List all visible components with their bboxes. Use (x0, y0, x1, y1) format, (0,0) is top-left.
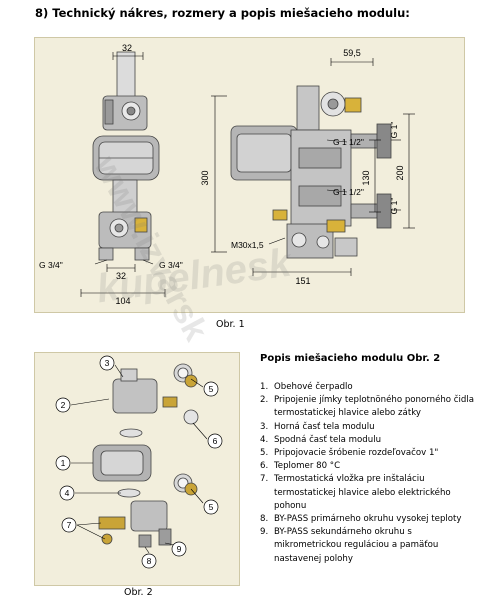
section-heading: 8) Technický nákres, rozmery a popis mie… (35, 6, 410, 20)
dim-top-right: 59,5 (343, 48, 361, 58)
callout-5-top-label: 5 (209, 384, 214, 394)
callout-6-label: 6 (213, 436, 218, 446)
callout-2 (55, 397, 71, 413)
legend-item: 5.Pripojovacie šróbenie rozdeľovačov 1" (260, 448, 439, 459)
figure-2-svg: 3 2 1 4 5 5 6 7 8 9 (55, 355, 223, 569)
callout-5-bottom (203, 499, 219, 515)
callout-9-label: 9 (177, 544, 182, 554)
legend-title: Popis miešacieho modulu Obr. 2 (260, 353, 441, 364)
dim-g1-top: G 1" (389, 122, 399, 139)
callout-8 (141, 553, 157, 569)
legend-item: 6.Teplomer 80 °C (260, 461, 341, 472)
figure-2-caption: Obr. 2 (124, 587, 153, 598)
callout-1 (55, 455, 71, 471)
dim-bottom-right: 151 (295, 276, 310, 286)
dim-top-left: 32 (122, 43, 132, 53)
callout-9 (171, 541, 187, 557)
exploded-parts (92, 363, 199, 548)
legend-item: 4.Spodná časť tela modulu (260, 434, 382, 445)
front-view-dimensions (80, 52, 166, 297)
legend-item: 1.Obehové čerpadlo (260, 382, 353, 392)
callout-6 (207, 433, 223, 449)
side-view (230, 85, 392, 259)
dim-m30: M30x1,5 (231, 240, 264, 250)
callout-8-label: 8 (147, 556, 152, 566)
callout-7 (61, 517, 77, 533)
callout-2-label: 2 (61, 400, 66, 410)
legend-item: 3.Horná časť tela modulu (260, 421, 375, 432)
dim-mid-130: 130 (361, 170, 371, 185)
dim-height-300: 300 (200, 170, 210, 185)
dim-g1-bottom: G 1" (389, 198, 399, 215)
callout-4 (59, 485, 75, 501)
dim-right-200: 200 (395, 165, 405, 180)
legend-list: 1.Obehové čerpadlo 2.Pripojenie jímky te… (260, 381, 480, 566)
callout-4-label: 4 (65, 488, 70, 498)
legend-item: 8.BY-PASS primárneho okruhu vysokej tepl… (260, 514, 462, 525)
dim-g34-right: G 3/4" (159, 260, 183, 270)
callout-7-label: 7 (67, 520, 72, 530)
side-view-dimensions (211, 58, 415, 276)
figure-1-drawing: 32 32 104 G 3/4" G 3/4" (34, 37, 465, 313)
legend-item: 9.BY-PASS sekundárneho okruhu s mikromet… (260, 527, 439, 564)
front-view (92, 51, 160, 261)
dim-g112-bottom: G 1 1/2" (333, 187, 364, 197)
dim-g34-left: G 3/4" (39, 260, 63, 270)
figure-2-exploded-view: 3 2 1 4 5 5 6 7 8 9 (34, 352, 240, 586)
callout-3-label: 3 (105, 358, 110, 368)
legend-item: 7.Termostatická vložka pre inštaláciu te… (260, 474, 451, 511)
callout-5-bottom-label: 5 (209, 502, 214, 512)
callout-5-top (203, 381, 219, 397)
dim-total-left: 104 (115, 296, 130, 306)
callout-3 (99, 355, 115, 371)
callout-1-label: 1 (61, 458, 66, 468)
dim-g112-top: G 1 1/2" (333, 137, 364, 147)
dim-bottom-left: 32 (116, 271, 126, 281)
legend-item: 2.Pripojenie jímky teplotnӧného ponornéh… (260, 395, 475, 419)
callout-circles (55, 355, 223, 569)
figure-1-caption: Obr. 1 (216, 319, 245, 330)
callout-leaders (70, 364, 208, 554)
figure-1-svg: 32 32 104 G 3/4" G 3/4" (39, 43, 415, 306)
